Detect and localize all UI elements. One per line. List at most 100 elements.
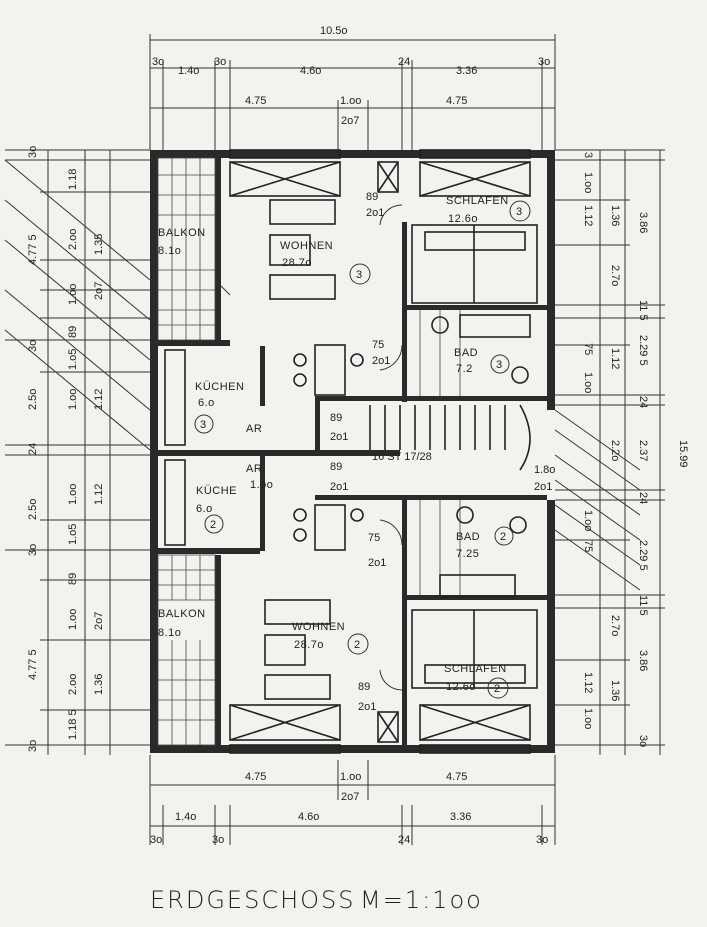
- unit-marker-bad-bottom: 2: [500, 531, 507, 543]
- dim-top-475-b: 4.75: [446, 95, 467, 107]
- left-hatch: [4, 159, 151, 451]
- room-kuechen: KÜCHEN: [195, 381, 244, 393]
- dim-left-30-c: 3o: [27, 544, 39, 556]
- drawing-title: ERDGESCHOSS: [150, 886, 355, 914]
- dim-top-100: 1.oo: [340, 95, 361, 107]
- dim-right-136-b: 1.36: [609, 680, 621, 701]
- unit-marker-bad-top: 3: [496, 359, 503, 371]
- dim-bottom-207: 2o7: [341, 791, 359, 803]
- door-label-201-b: 2o1: [372, 355, 390, 367]
- dim-top-30-c: 3o: [538, 56, 550, 68]
- dim-overall-width: 10.5o: [320, 25, 348, 37]
- dim-left-135: 1.35: [93, 234, 105, 255]
- door-label-89-c: 89: [330, 461, 342, 473]
- dim-left-100-a: 1.oo: [67, 284, 79, 305]
- dim-top-140: 1.4o: [178, 65, 199, 77]
- dim-left-100-d: 1.oo: [67, 609, 79, 630]
- dim-bottom-100: 1.oo: [340, 771, 361, 783]
- dim-right-30: 3o: [637, 735, 649, 747]
- unit-marker-kuechen: 3: [200, 419, 207, 431]
- room-ar-bottom: AR: [246, 463, 262, 475]
- dim-bottom-30-c: 3o: [536, 834, 548, 846]
- door-label-201-a: 2o1: [366, 207, 384, 219]
- dim-left-207-b: 2o7: [93, 612, 105, 630]
- unit-circles: [194, 200, 531, 699]
- dim-right-112-a: 1.12: [609, 348, 621, 369]
- door-label-201-d: 2o1: [330, 481, 348, 493]
- dim-right-237: 2.37: [637, 440, 649, 461]
- dim-left-118: 1.18: [67, 169, 79, 190]
- door-label-201-e: 2o1: [534, 481, 552, 493]
- dim-right-386-b: 3.86: [637, 650, 649, 671]
- room-kueche: KÜCHE: [196, 485, 237, 497]
- room-balkon-bottom-area: 8.1o: [158, 627, 181, 639]
- dim-bottom-140: 1.4o: [175, 811, 196, 823]
- dim-bottom-30-a: 3o: [150, 834, 162, 846]
- dim-left-24: 24: [27, 443, 39, 455]
- top-dimensions: 10.5o 3o 1.4o 3o 4.6o 24 3.36 3o 4.75 1.…: [149, 25, 556, 150]
- dim-left-136: 1.36: [93, 674, 105, 695]
- stair-label: 16 ST 17/28: [372, 451, 432, 463]
- room-schlafen-top-area: 12.6o: [448, 213, 478, 225]
- dim-left-250-a: 2.5o: [27, 389, 39, 410]
- door-label-89-a: 89: [366, 191, 378, 203]
- drawing-scale: M=1:1oo: [360, 886, 483, 914]
- room-bad-bottom: BAD: [456, 531, 480, 543]
- room-schlafen-bottom-area: 12.6o: [446, 681, 476, 693]
- balcony-tiles-top: [157, 157, 216, 341]
- room-balkon-top: BALKON: [158, 227, 206, 239]
- room-schlafen-bottom: SCHLAFEN: [444, 663, 507, 675]
- dim-right-1599: 15.99: [677, 440, 689, 468]
- door-label-89-b: 89: [330, 412, 342, 424]
- dim-left-112-b: 1.12: [93, 484, 105, 505]
- dim-right-100-d: 1.oo: [582, 708, 594, 729]
- dim-bottom-475-a: 4.75: [245, 771, 266, 783]
- dim-right-115-b: 11 5: [637, 595, 649, 616]
- dim-left-207-a: 2o7: [93, 282, 105, 300]
- dim-right-2295-a: 2.29 5: [637, 335, 649, 366]
- room-wohnen-top: WOHNEN: [280, 240, 333, 252]
- bottom-dimensions: 4.75 1.oo 4.75 2o7 1.4o 4.6o 3.36 3o 3o …: [149, 755, 556, 846]
- bath-tiles: [419, 310, 461, 595]
- dim-left-200-b: 2.oo: [67, 674, 79, 695]
- dim-right-270-b: 2.7o: [609, 615, 621, 636]
- windows: [229, 149, 531, 754]
- unit-marker-schlafen-top: 3: [516, 206, 523, 218]
- door-label-75-b: 75: [368, 532, 380, 544]
- room-balkon-top-area: 8.1o: [158, 245, 181, 257]
- dim-right-24-b: 24: [637, 492, 649, 504]
- dim-top-460: 4.6o: [300, 65, 321, 77]
- unit-marker-kueche: 2: [210, 519, 217, 531]
- room-bad-top-area: 7.2: [456, 363, 473, 375]
- room-wohnen-top-area: 28.7o: [282, 257, 312, 269]
- dim-right-136-a: 1.36: [609, 205, 621, 226]
- dim-right-75-b: 75: [582, 540, 594, 552]
- room-schlafen-top: SCHLAFEN: [446, 195, 509, 207]
- dim-left-105-a: 1.o5: [67, 349, 79, 370]
- room-ar-bottom-area: 1.oo: [250, 479, 273, 491]
- room-bad-bottom-area: 7.25: [456, 548, 479, 560]
- dim-left-112-a: 1.12: [93, 389, 105, 410]
- dim-left-250-b: 2.5o: [27, 499, 39, 520]
- dim-left-30-d: 3o: [27, 740, 39, 752]
- door-label-201-c: 2o1: [330, 431, 348, 443]
- door-label-180: 1.8o: [534, 464, 555, 476]
- dim-top-475-a: 4.75: [245, 95, 266, 107]
- dim-left-4775-b: 4.77 5: [27, 649, 39, 680]
- dim-left-100-b: 1.oo: [67, 389, 79, 410]
- dim-right-270-a: 2.7o: [609, 265, 621, 286]
- unit-marker-wohnen-bottom: 2: [354, 639, 361, 651]
- dim-right-3: 3: [582, 152, 594, 158]
- room-wohnen-bottom: WOHNEN: [292, 621, 345, 633]
- dim-right-115-a: 11 5: [637, 300, 649, 321]
- furniture: [164, 199, 538, 700]
- dim-right-24-a: 24: [637, 396, 649, 408]
- dim-bottom-475-b: 4.75: [446, 771, 467, 783]
- dim-top-336: 3.36: [456, 65, 477, 77]
- door-annotations: 89 2o1 75 2o1 89 2o1 89 2o1 1.8o 2o1 75 …: [330, 191, 555, 713]
- room-ar-top: AR: [246, 423, 262, 435]
- dim-top-30-b: 3o: [214, 56, 226, 68]
- door-label-201-g: 2o1: [358, 701, 376, 713]
- dim-left-100-c: 1.oo: [67, 484, 79, 505]
